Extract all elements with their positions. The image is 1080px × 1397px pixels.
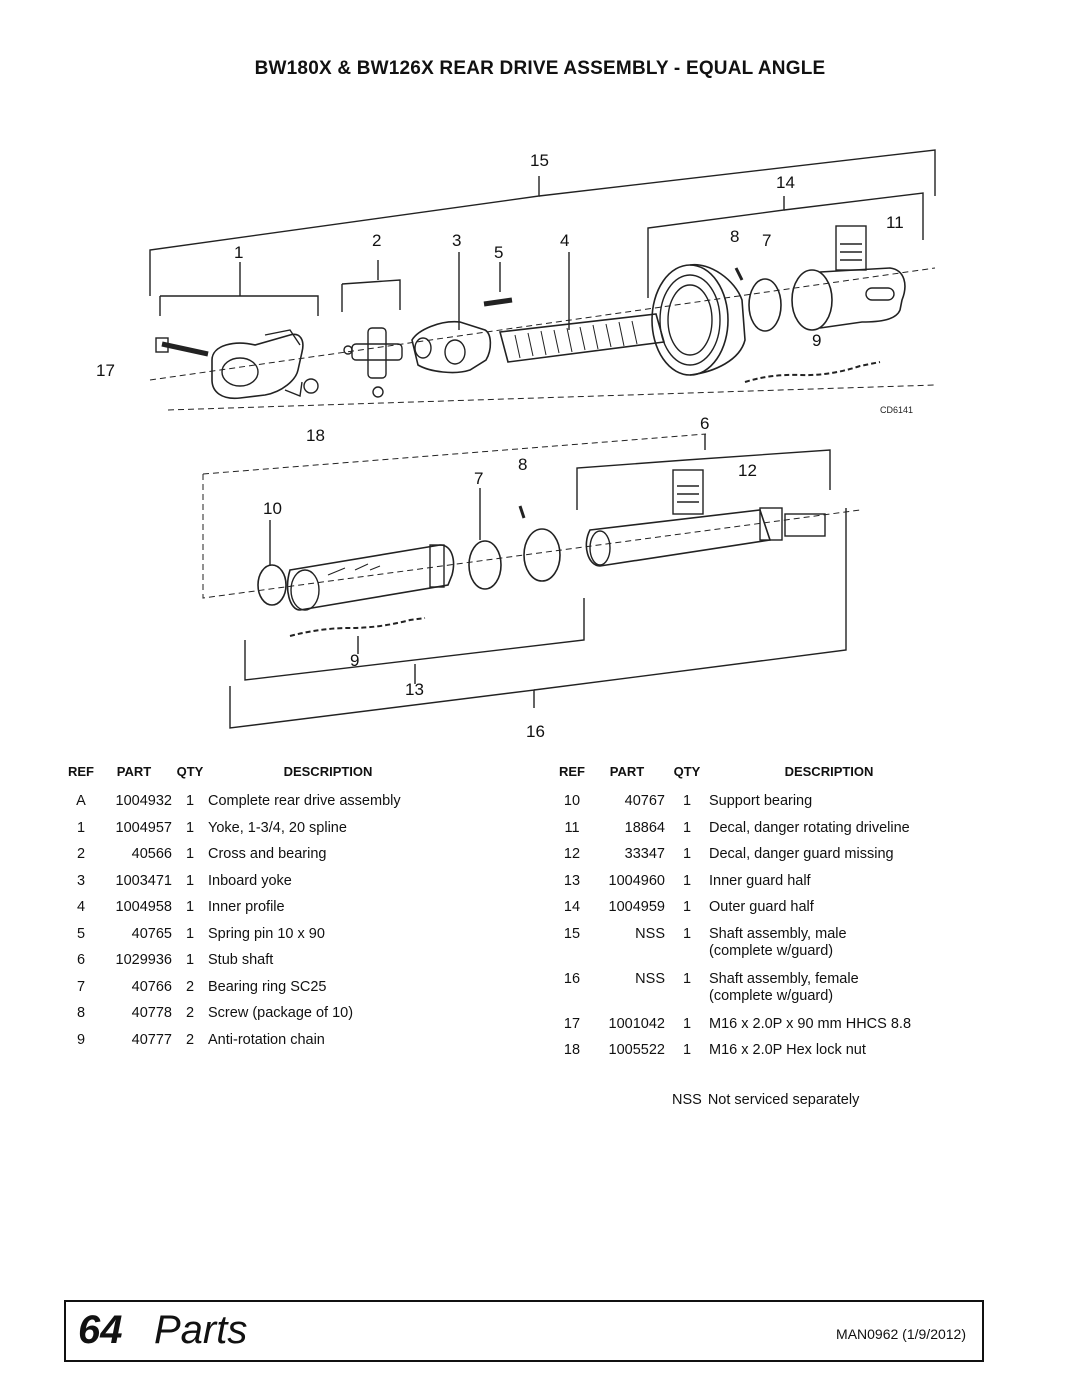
document-id: MAN0962 (1/9/2012) [836, 1326, 966, 1342]
header-part: PART [609, 764, 645, 779]
callout-18: 18 [306, 426, 325, 445]
callout-2: 2 [372, 231, 381, 250]
nss-text: Not serviced separately [707, 1092, 860, 1108]
callout-5: 5 [494, 243, 503, 262]
callout-8: 8 [730, 227, 739, 246]
header-description: DESCRIPTION [784, 764, 874, 779]
callout-10: 10 [263, 499, 282, 518]
header-description: DESCRIPTION [283, 764, 373, 779]
callout-15: 15 [530, 151, 549, 170]
callout-13: 13 [405, 680, 424, 699]
nss-footnote: NSS Not serviced separately [672, 1092, 865, 1108]
page-number: 64 [78, 1308, 123, 1352]
callout-7-lower: 7 [474, 469, 483, 488]
callout-3: 3 [452, 231, 461, 250]
header-ref: REF [559, 764, 585, 779]
callout-16: 16 [526, 722, 545, 741]
diagram-code: CD6141 [880, 405, 913, 415]
section-title: Parts [154, 1308, 248, 1352]
callout-6: 6 [700, 414, 709, 433]
page-title: BW180X & BW126X REAR DRIVE ASSEMBLY - EQ… [254, 58, 826, 79]
callout-1: 1 [234, 243, 243, 262]
callout-17: 17 [96, 361, 115, 380]
header-qty: QTY [673, 764, 701, 779]
header-part: PART [116, 764, 152, 779]
callout-12: 12 [738, 461, 757, 480]
page-footer: 64 Parts MAN0962 (1/9/2012) [64, 1300, 984, 1362]
header-ref: REF [68, 764, 94, 779]
callout-8-lower: 8 [518, 455, 527, 474]
callout-14: 14 [776, 173, 795, 192]
nss-abbr: NSS [672, 1092, 702, 1108]
exploded-parts-diagram: 15 14 1 2 3 5 4 8 7 11 17 18 9 6 8 7 12 … [96, 149, 936, 741]
callout-11: 11 [886, 213, 904, 232]
callout-7: 7 [762, 231, 771, 250]
callout-4: 4 [560, 231, 569, 250]
callout-9-lower: 9 [350, 651, 359, 670]
header-qty: QTY [176, 764, 204, 779]
callout-labels: 15 14 1 2 3 5 4 8 7 11 17 18 9 6 8 7 12 … [96, 151, 913, 741]
callout-9: 9 [812, 331, 821, 350]
